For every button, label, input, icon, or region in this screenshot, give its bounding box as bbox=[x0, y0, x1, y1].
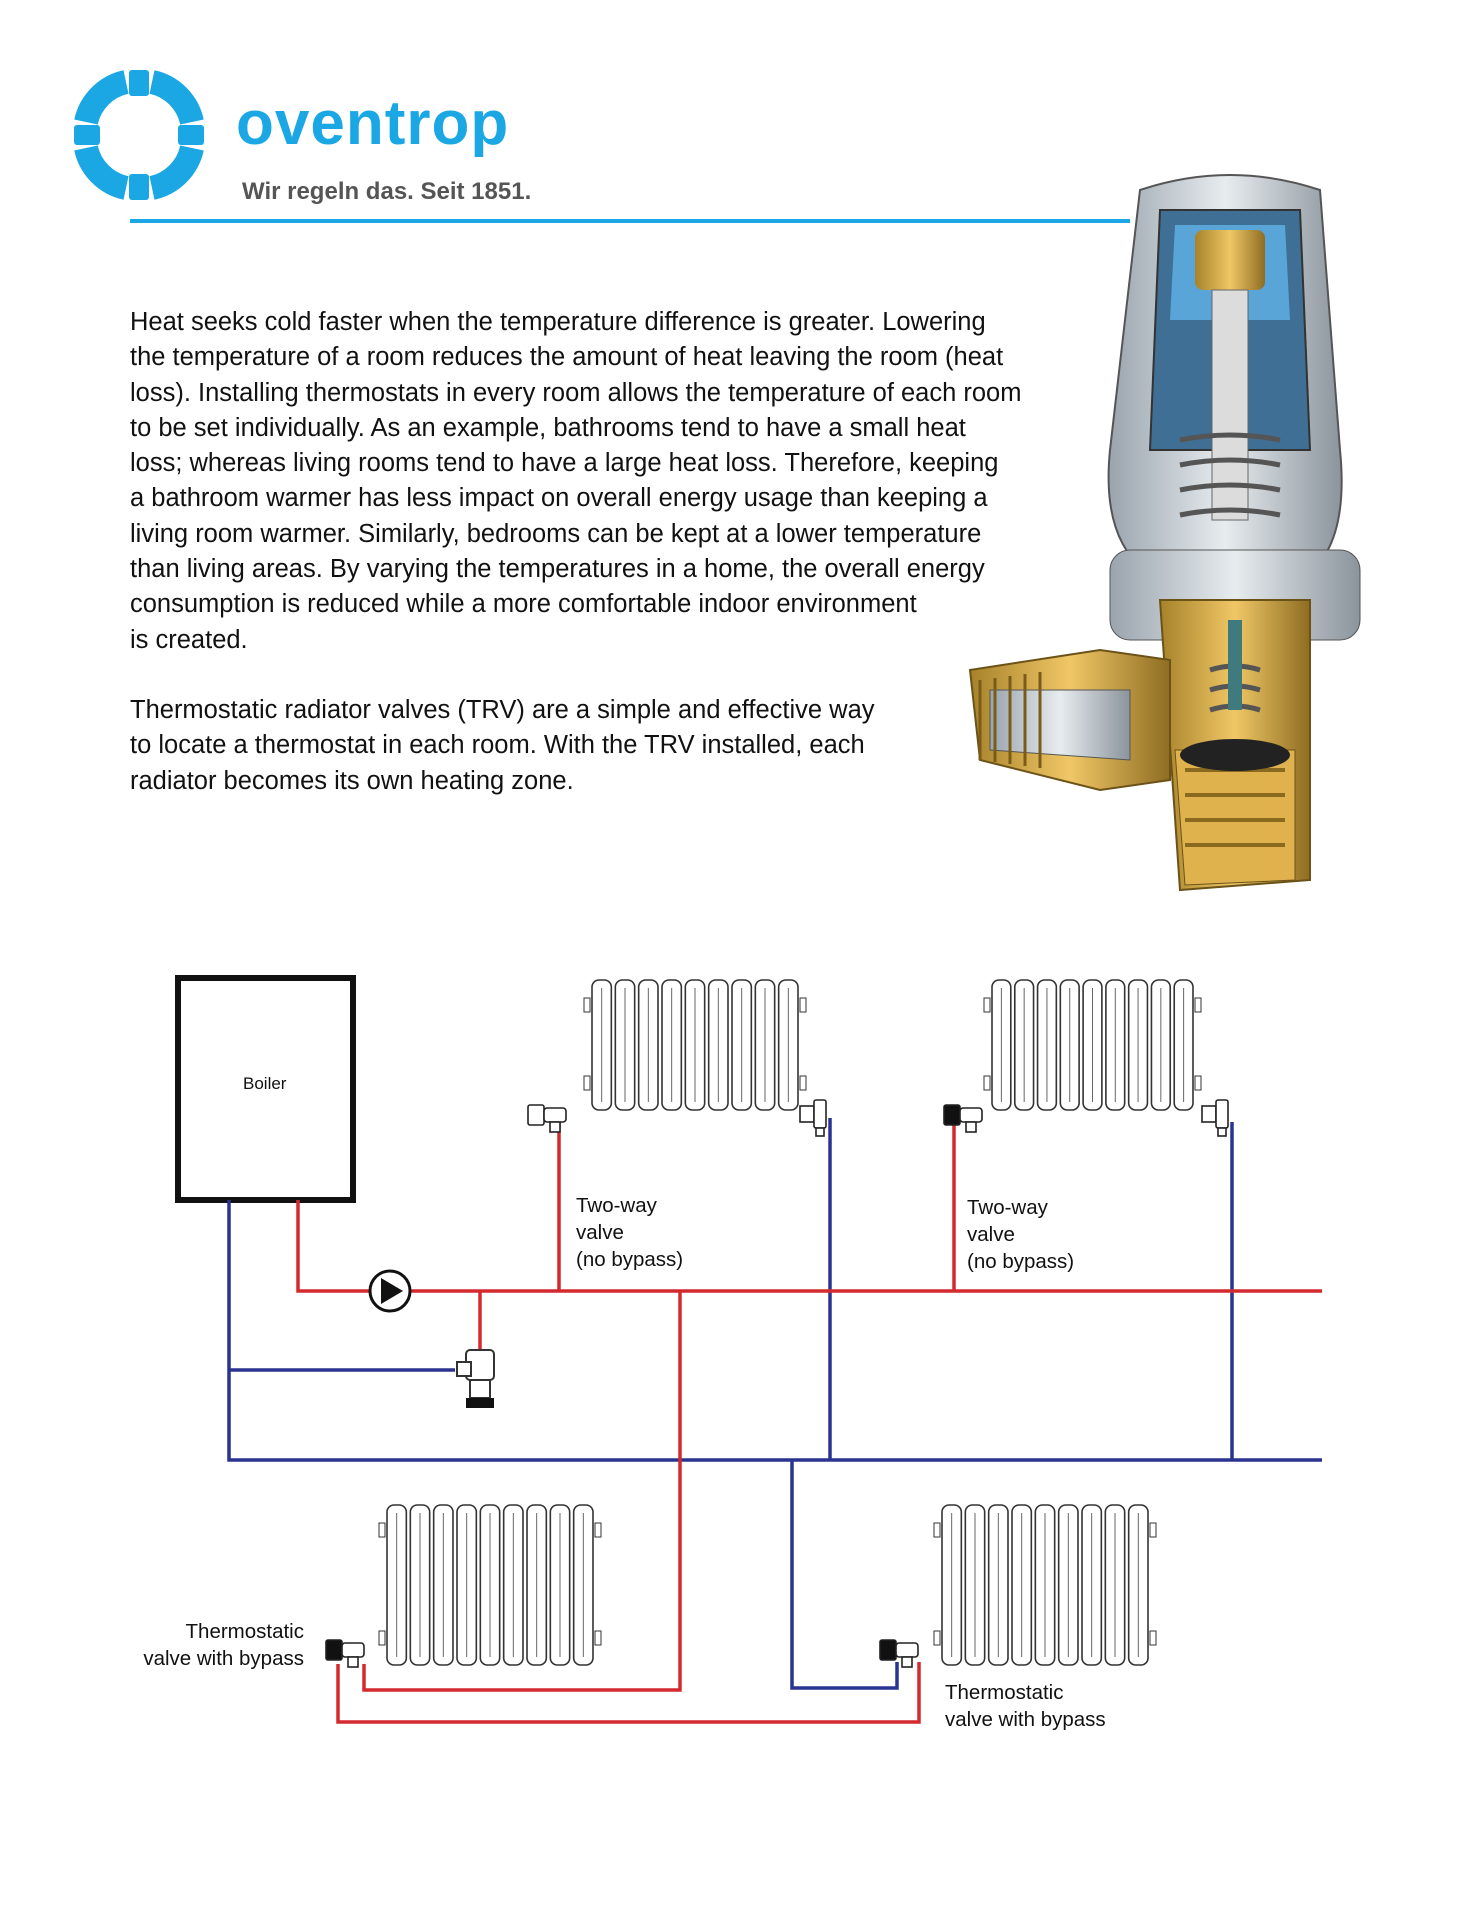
return-pipe-rad-lower-right bbox=[790, 1460, 899, 1690]
circulator-pump-icon bbox=[368, 1269, 412, 1313]
radiator-icon bbox=[933, 1504, 1157, 1666]
paragraph-line: the temperature of a room reduces the am… bbox=[130, 343, 1004, 372]
paragraph-line: Heat seeks cold faster when the temperat… bbox=[130, 308, 986, 336]
thermostatic-valve-icon bbox=[879, 1639, 919, 1668]
paragraph-line: consumption is reduced while a more comf… bbox=[130, 590, 917, 619]
label-line: (no bypass) bbox=[967, 1250, 1075, 1273]
intro-paragraph: Heat seeks cold faster when the temperat… bbox=[130, 305, 1050, 658]
paragraph-line: loss; whereas living rooms tend to have … bbox=[130, 449, 999, 478]
radiator-lockshield-icon bbox=[1201, 1099, 1229, 1137]
paragraph-line: loss). Installing thermostats in every r… bbox=[130, 378, 1022, 407]
paragraph-line: radiator becomes its own heating zone. bbox=[130, 766, 574, 795]
brand-name: oventrop bbox=[236, 89, 510, 158]
paragraph-line: a bathroom warmer has less impact on ove… bbox=[130, 484, 988, 513]
boiler bbox=[175, 975, 356, 1203]
bypass-valve-icon bbox=[456, 1349, 495, 1408]
brand-tagline: Wir regeln das. Seit 1851. bbox=[242, 178, 532, 205]
radiator-icon bbox=[583, 979, 807, 1111]
radiator-valve-icon bbox=[527, 1104, 567, 1133]
paragraph-line: is created. bbox=[130, 625, 248, 654]
label-line: valve bbox=[967, 1223, 1015, 1246]
thermostatic-valve-label-1: Thermostatic valve with bypass bbox=[130, 1618, 304, 1672]
label-line: valve bbox=[576, 1221, 624, 1244]
heating-schematic bbox=[175, 975, 1322, 1724]
trv-paragraph: Thermostatic radiator valves (TRV) are a… bbox=[130, 693, 910, 799]
supply-pipe-lower-loop bbox=[336, 1662, 921, 1724]
label-line: (no bypass) bbox=[576, 1248, 684, 1271]
two-way-valve-label-2: Two-way valve (no bypass) bbox=[967, 1194, 1074, 1275]
paragraph-line: than living areas. By varying the temper… bbox=[130, 555, 985, 584]
two-way-valve-label-1: Two-way valve (no bypass) bbox=[576, 1192, 683, 1273]
trv-cutaway-illustration-icon bbox=[968, 174, 1361, 892]
supply-pipe-lower-left bbox=[362, 1291, 682, 1692]
header-divider bbox=[130, 219, 1130, 223]
label-line: valve with bypass bbox=[143, 1647, 304, 1670]
thermostatic-valve-label-2: Thermostatic valve with bypass bbox=[945, 1679, 1106, 1733]
label-line: Thermostatic bbox=[185, 1620, 304, 1643]
thermostatic-valve-icon bbox=[325, 1639, 365, 1668]
label-line: Two-way bbox=[967, 1196, 1048, 1219]
label-line: Thermostatic bbox=[945, 1681, 1064, 1704]
return-pipe-main bbox=[227, 1200, 1322, 1462]
radiator-icon bbox=[378, 1504, 602, 1666]
radiator-valve-icon bbox=[943, 1104, 983, 1133]
radiator-lockshield-icon bbox=[799, 1099, 827, 1137]
paragraph-line: to be set individually. As an example, b… bbox=[130, 413, 966, 442]
label-line: valve with bypass bbox=[945, 1708, 1106, 1731]
boiler-label: Boiler bbox=[243, 1074, 287, 1093]
label-line: Two-way bbox=[576, 1194, 657, 1217]
paragraph-line: Thermostatic radiator valves (TRV) are a… bbox=[130, 696, 875, 724]
paragraph-line: to locate a thermostat in each room. Wit… bbox=[130, 731, 865, 760]
supply-pipe-main bbox=[296, 1200, 370, 1293]
oventrop-logo-icon bbox=[74, 70, 204, 200]
paragraph-line: living room warmer. Similarly, bedrooms … bbox=[130, 519, 982, 548]
radiator-icon bbox=[983, 979, 1202, 1111]
